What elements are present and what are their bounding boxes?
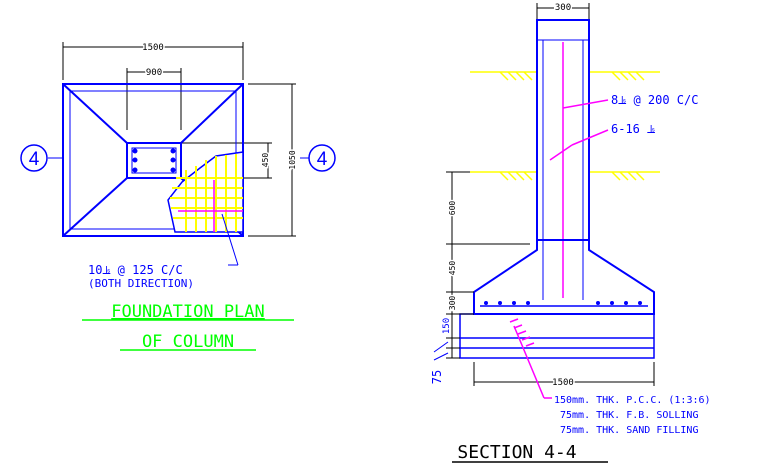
layer-sand-label: 75mm. THK. SAND FILLING bbox=[560, 425, 698, 436]
rebar-note-line2: (BOTH DIRECTION) bbox=[88, 277, 194, 290]
section-dim-75-leaders bbox=[433, 341, 449, 361]
rebar-cutout bbox=[167, 151, 244, 233]
layer-solling-label: 75mm. THK. F.B. SOLLING bbox=[560, 410, 698, 421]
grid-label-right: 4 bbox=[317, 149, 328, 170]
layer-pcc-label: 150mm. THK. P.C.C. (1:3:6) bbox=[554, 395, 711, 406]
section-dim-150-label: 150 bbox=[442, 318, 452, 334]
grid-marker-right bbox=[300, 144, 336, 172]
grid-label-left: 4 bbox=[29, 149, 40, 170]
rebar-leader bbox=[221, 213, 239, 266]
plan-dim-column-depth-label: 450 bbox=[261, 153, 270, 168]
base-layers bbox=[459, 313, 655, 359]
section-dim-450-label: 450 bbox=[448, 261, 457, 276]
section-title: SECTION 4-4 bbox=[457, 442, 576, 463]
column-plan bbox=[126, 142, 182, 179]
ground-lines bbox=[470, 71, 660, 181]
section-dim-600-label: 600 bbox=[448, 201, 457, 216]
section-dim-75-label: 75 bbox=[430, 370, 444, 384]
section-left-dimensions bbox=[446, 171, 530, 359]
section-dimension-300-top bbox=[536, 3, 590, 20]
plan-dimension-1050 bbox=[248, 83, 296, 237]
main-bar-label: 6-16 ⫡ bbox=[611, 122, 655, 136]
section-dimension-1500 bbox=[473, 362, 655, 386]
section-rebar-leaders bbox=[509, 99, 609, 399]
plan-dim-height-label: 1050 bbox=[288, 150, 297, 169]
plan-title-line2: OF COLUMN bbox=[142, 332, 234, 352]
plan-title-line1: FOUNDATION PLAN bbox=[111, 302, 265, 322]
footing-bottom-bars bbox=[480, 301, 648, 307]
plan-dimension-1500 bbox=[62, 42, 244, 80]
foundation-plan: 1500 900 1050 450 bbox=[20, 42, 336, 352]
section-dim-base-label: 1500 bbox=[552, 378, 574, 388]
section-dim-column-top-label: 300 bbox=[555, 3, 571, 13]
grid-marker-left bbox=[20, 144, 63, 172]
plan-dimension-900 bbox=[126, 68, 182, 130]
plan-dim-column-label: 900 bbox=[146, 68, 162, 78]
section-4-4: 300 bbox=[430, 2, 711, 464]
rebar-note-line1: 10⫡ @ 125 C/C bbox=[88, 263, 183, 277]
stirrup-label: 8⫡ @ 200 C/C bbox=[611, 93, 698, 107]
section-dim-300-label: 300 bbox=[448, 296, 457, 311]
plan-dim-width-label: 1500 bbox=[142, 43, 164, 53]
